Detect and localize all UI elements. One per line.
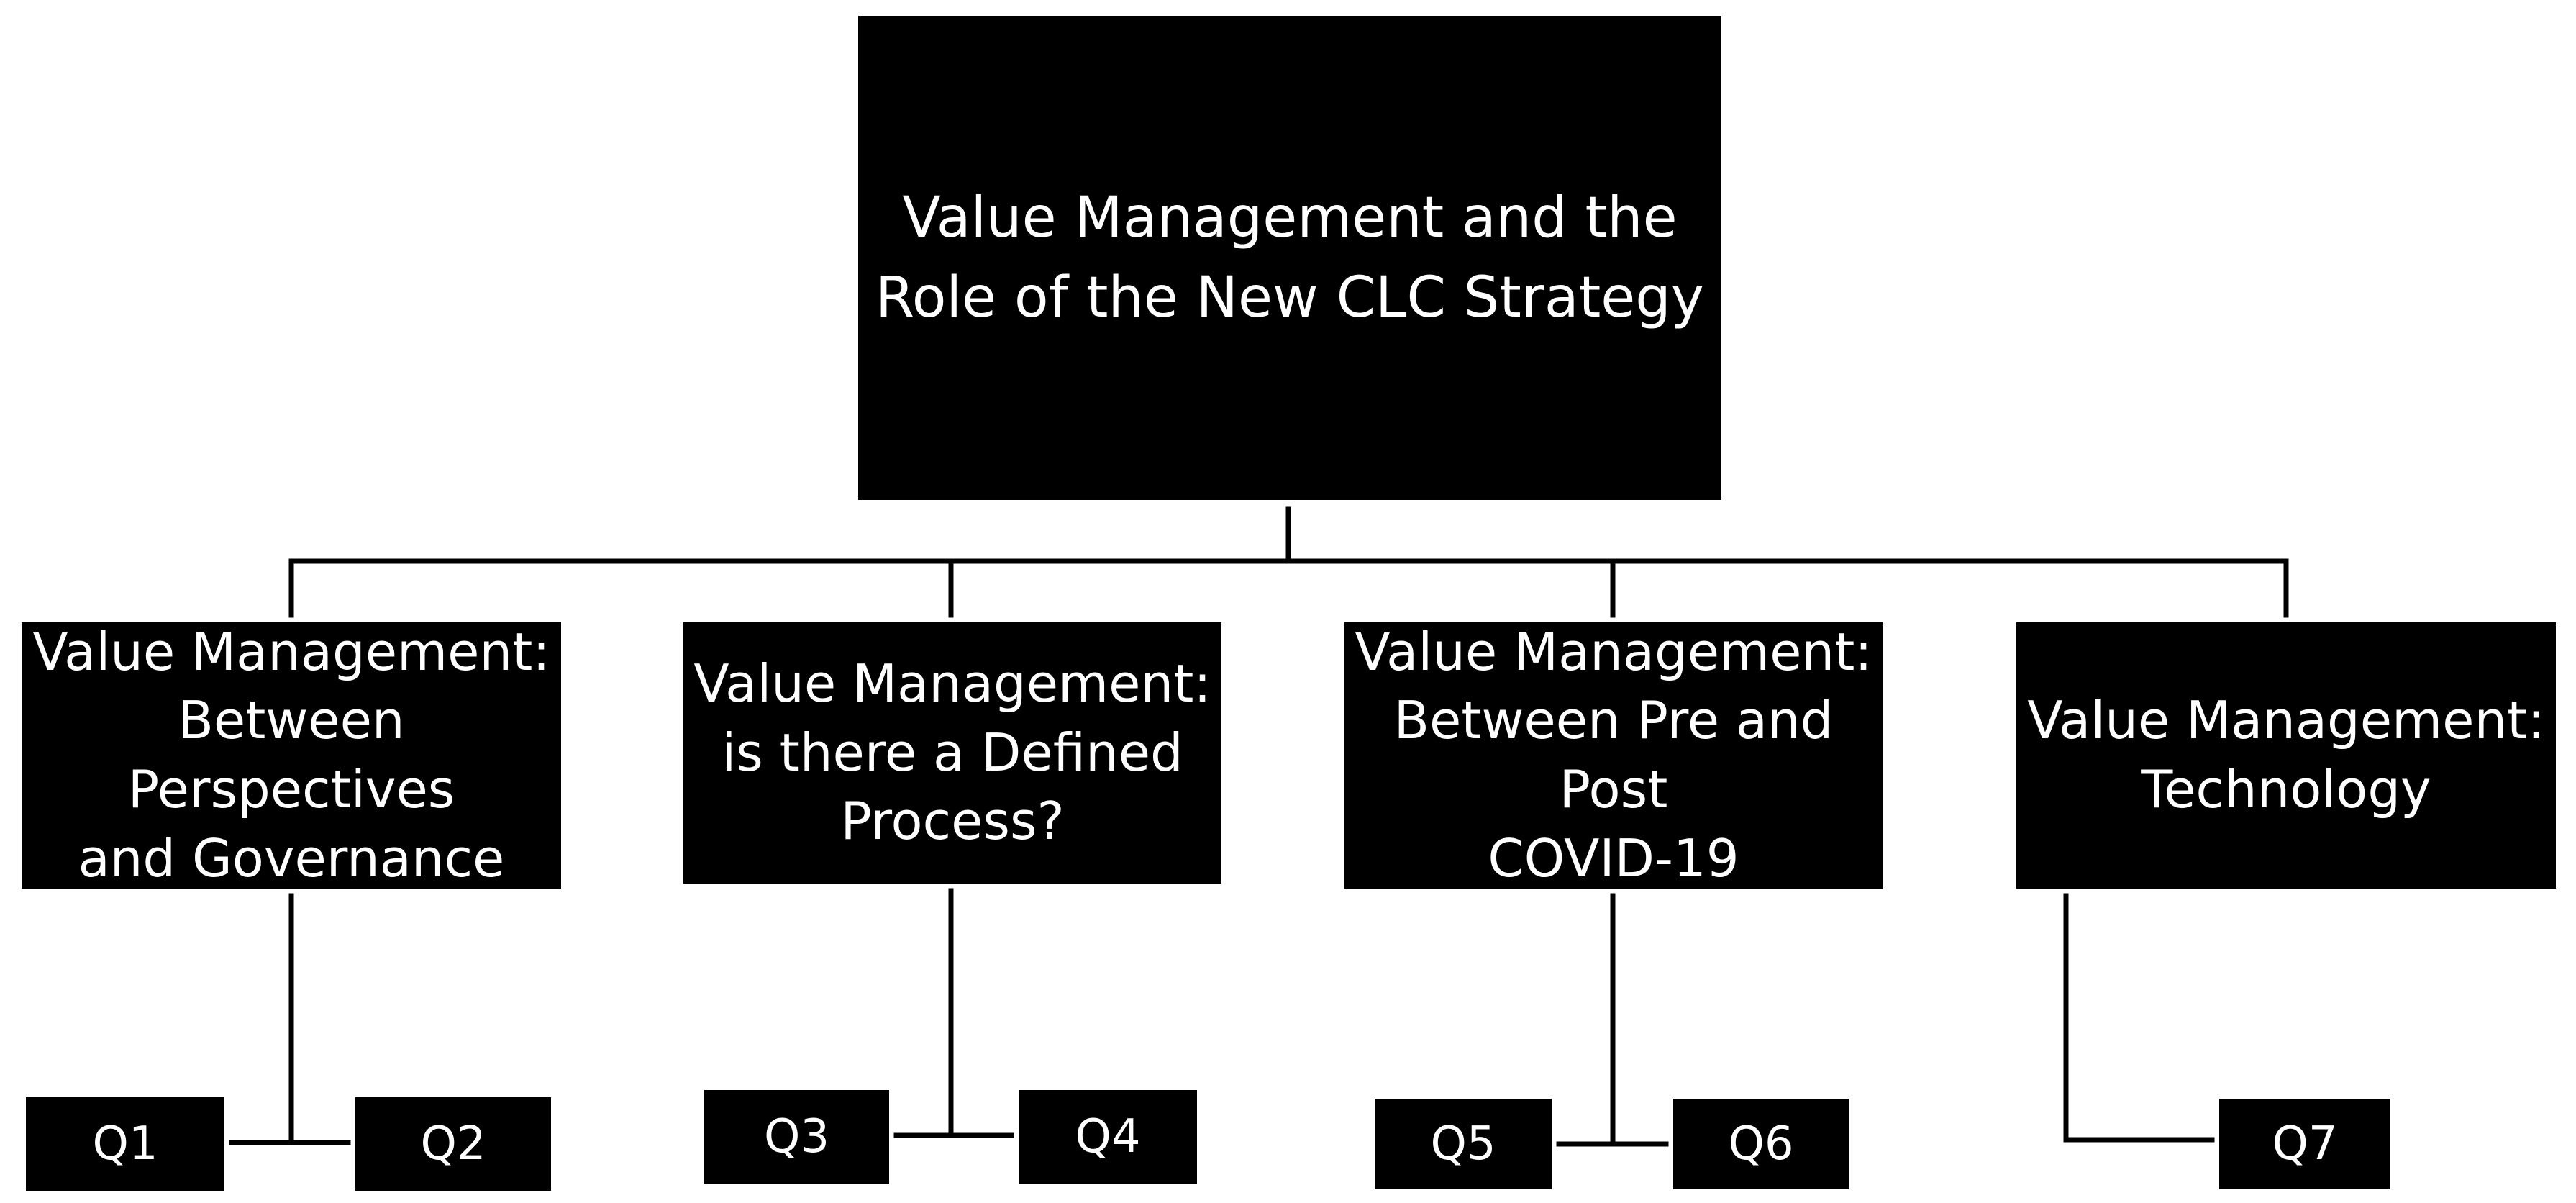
category-box-perspectives-governance: Value Management: Between Perspectives a… xyxy=(22,622,561,889)
question-label: Q6 xyxy=(1728,1117,1794,1171)
category-2-line-2: is there a Defined xyxy=(722,722,1183,783)
category-2-line-3: Process? xyxy=(840,791,1065,852)
question-box-q6: Q6 xyxy=(1673,1099,1849,1189)
cat4-q7-link-line xyxy=(2063,893,2215,1143)
question-label: Q4 xyxy=(1075,1110,1141,1163)
category-1-line-3: and Governance xyxy=(78,827,505,889)
category-3-line-3: COVID-19 xyxy=(1488,827,1739,889)
root-topic-box: Value Management and the Role of the New… xyxy=(858,16,1721,500)
question-box-q7: Q7 xyxy=(2219,1099,2390,1189)
question-label: Q1 xyxy=(92,1117,158,1171)
category-1-line-1: Value Management: xyxy=(32,621,550,682)
category-4-line-1: Value Management: xyxy=(2027,690,2545,751)
root-topic-line-2: Role of the New CLC Strategy xyxy=(875,265,1704,330)
category-2-line-1: Value Management: xyxy=(693,653,1211,714)
category-3-line-2: Between Pre and Post xyxy=(1393,690,1834,820)
question-box-q1: Q1 xyxy=(26,1097,224,1191)
category-box-defined-process: Value Management: is there a Defined Pro… xyxy=(683,622,1221,884)
category-1-line-2: Between Perspectives xyxy=(127,690,455,820)
category-3-line-1: Value Management: xyxy=(1355,621,1872,682)
question-box-q3: Q3 xyxy=(704,1090,889,1184)
question-box-q4: Q4 xyxy=(1019,1090,1197,1184)
category-box-covid-19: Value Management: Between Pre and Post C… xyxy=(1344,622,1883,889)
question-box-q5: Q5 xyxy=(1375,1099,1552,1189)
question-label: Q7 xyxy=(2272,1117,2338,1171)
question-label: Q2 xyxy=(420,1117,486,1171)
category-box-technology: Value Management: Technology xyxy=(2016,622,2556,889)
question-label: Q3 xyxy=(763,1110,830,1163)
category-4-line-2: Technology xyxy=(2141,759,2431,820)
root-topic-line-1: Value Management and the xyxy=(902,185,1678,250)
question-label: Q5 xyxy=(1430,1117,1496,1171)
question-box-q2: Q2 xyxy=(355,1097,551,1191)
